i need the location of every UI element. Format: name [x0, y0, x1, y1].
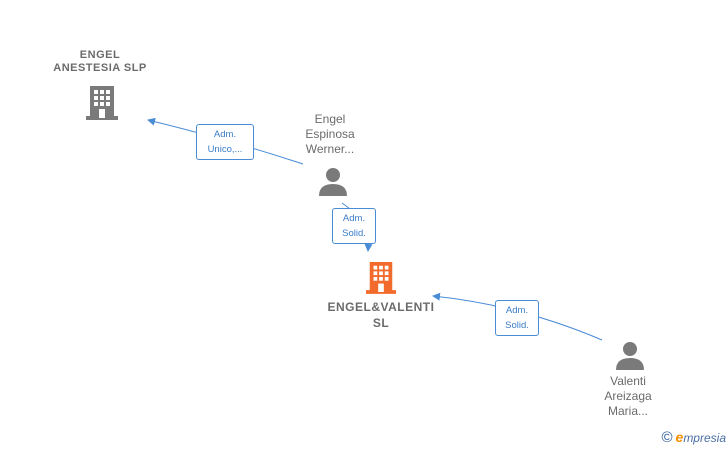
copyright-symbol: © [661, 429, 673, 446]
building-icon[interactable] [86, 84, 118, 120]
person-icon[interactable] [615, 340, 645, 370]
edge-label-adm-unico[interactable]: Adm. Unico,... [196, 124, 254, 160]
brand-initial: e [675, 429, 684, 445]
company-node-engel-valenti-label[interactable]: ENGEL&VALENTI SL [327, 300, 435, 330]
edge-label-adm-solid-espinosa[interactable]: Adm. Solid. [332, 208, 376, 244]
person-node-engel-espinosa-label[interactable]: Engel Espinosa Werner... [305, 112, 355, 156]
company-node-engel-anestesia-label[interactable]: ENGEL ANESTESIA SLP [53, 49, 147, 74]
empresia-watermark: ©empresia [661, 429, 726, 446]
edge-label-adm-solid-areizaga[interactable]: Adm. Solid. [495, 300, 539, 336]
brand-name: mpresia [683, 431, 726, 445]
person-node-valenti-areizaga-label[interactable]: Valenti Areizaga Maria... [604, 374, 652, 418]
building-icon[interactable] [366, 260, 396, 294]
person-icon[interactable] [318, 166, 348, 196]
